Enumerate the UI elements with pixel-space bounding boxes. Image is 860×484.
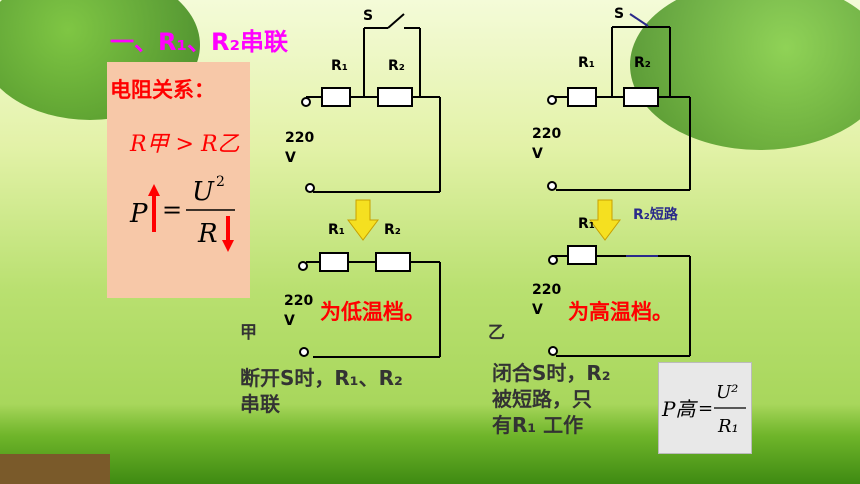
formula-lhs: P xyxy=(129,199,148,229)
right-desc-line2: 被短路，只 xyxy=(492,387,592,411)
formula-exp: 2 xyxy=(216,174,225,190)
svg-text:=: = xyxy=(162,196,182,224)
voltage-label-3: 220 V xyxy=(284,293,314,329)
slide-title: 一、R₁、R₂串联 xyxy=(110,28,288,56)
left-desc-line2: 串联 xyxy=(240,392,280,416)
resistance-relation: R甲 > R乙 xyxy=(130,132,240,157)
r2-label-3: R₂ xyxy=(384,222,401,238)
r1-label-2: R₁ xyxy=(578,55,595,71)
r2-label-2: R₂ xyxy=(634,55,651,71)
arrow-up-icon xyxy=(152,192,156,232)
hp-num: U² xyxy=(716,382,738,403)
switch-label-2: S xyxy=(614,6,625,22)
formula-num: U xyxy=(192,177,215,207)
panel-heading: 电阻关系： xyxy=(110,78,215,102)
arrow-down-icon-head xyxy=(222,240,234,252)
r2-label-1: R₂ xyxy=(388,58,405,74)
svg-text:=: = xyxy=(698,398,713,419)
voltage-label-2: 220 V xyxy=(532,126,562,162)
high-mode-label: 为高温档。 xyxy=(568,300,673,324)
power-formula: P = U 2 R xyxy=(129,174,235,252)
hp-den: R₁ xyxy=(717,416,739,437)
r1-label-3: R₁ xyxy=(328,222,345,238)
yi-label: 乙 xyxy=(488,323,505,343)
voltage-label-1: 220 V xyxy=(285,130,315,166)
formula-den: R xyxy=(197,219,218,249)
voltage-label-4: 220 V xyxy=(532,282,562,318)
arrow-down-icon xyxy=(226,216,230,242)
hp-lhs: P高 xyxy=(661,397,698,421)
low-mode-label: 为低温档。 xyxy=(320,300,425,324)
jia-label: 甲 xyxy=(240,323,257,343)
leaves-right xyxy=(630,0,860,150)
down-arrow-icon-left xyxy=(347,199,379,241)
r1-label-1: R₁ xyxy=(331,58,348,74)
switch-label-1: S xyxy=(363,8,374,24)
left-desc-line1: 断开S时，R₁、R₂ xyxy=(240,366,403,390)
arrow-up-icon-head xyxy=(148,184,160,196)
ground-strip xyxy=(0,454,110,484)
right-desc-line3: 有R₁ 工作 xyxy=(492,413,584,437)
r2-short-label: R₂短路 xyxy=(633,207,678,223)
down-arrow-icon-right xyxy=(589,199,621,241)
right-desc-line1: 闭合S时，R₂ xyxy=(492,361,611,385)
high-power-formula: P高 = U² R₁ xyxy=(661,382,746,437)
resistance-panel xyxy=(107,62,250,298)
r1-label-4: R₁ xyxy=(578,216,595,232)
